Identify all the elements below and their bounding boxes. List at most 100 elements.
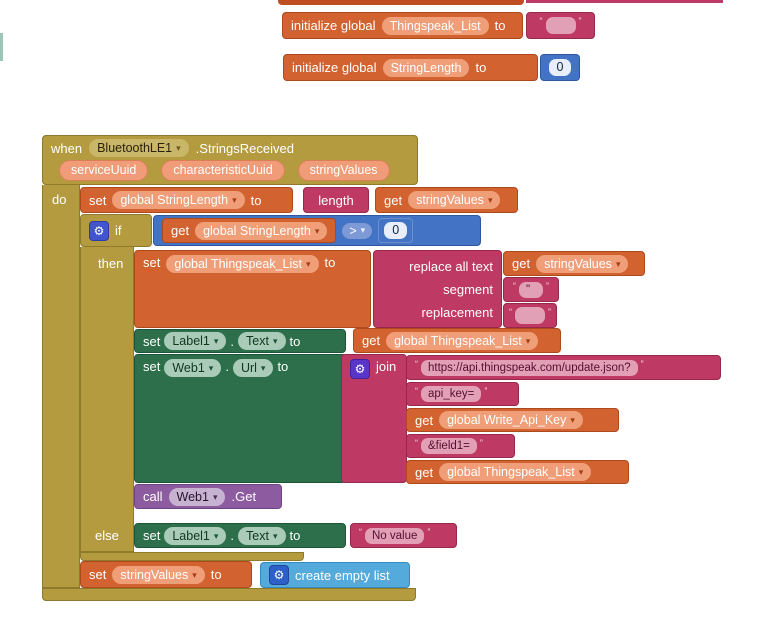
- replace-all-text-label: replace all text: [409, 259, 493, 274]
- if-block-bottom[interactable]: [80, 552, 304, 561]
- chevron-down-icon: ▾: [272, 530, 278, 541]
- to-label: to: [277, 359, 289, 374]
- component-dropdown[interactable]: Label1 ▾: [164, 526, 227, 545]
- mutator-gear-icon[interactable]: ⚙: [350, 359, 370, 379]
- variable-dropdown[interactable]: stringValues ▾: [536, 254, 629, 273]
- number-zero-block[interactable]: 0: [378, 218, 414, 243]
- variable-dropdown[interactable]: stringValues ▾: [112, 565, 205, 584]
- clipped-block-fragment-orange[interactable]: [278, 0, 524, 5]
- when-event-block-spine[interactable]: [42, 185, 80, 588]
- set-global-thingspeak-list-block[interactable]: set global Thingspeak_List ▾ to: [134, 250, 371, 328]
- string-text-field[interactable]: [545, 17, 576, 34]
- when-event-block-bottom[interactable]: [42, 588, 416, 601]
- call-web1-get-block[interactable]: call Web1 ▾ .Get: [134, 484, 282, 509]
- variable-name-field[interactable]: StringLength: [382, 58, 470, 77]
- get-stringvalues-block[interactable]: get stringValues ▾: [503, 251, 645, 276]
- get-global-thingspeak-list-block[interactable]: get global Thingspeak_List ▾: [353, 328, 561, 353]
- when-event-block-header[interactable]: when BluetoothLE1 ▾ .StringsReceived ser…: [42, 135, 418, 185]
- variable-dropdown[interactable]: global Thingspeak_List ▾: [166, 255, 319, 273]
- dot-label: .: [225, 359, 229, 374]
- get-keyword: get: [415, 464, 434, 480]
- set-global-stringlength-block[interactable]: set global StringLength ▾ to: [80, 187, 293, 213]
- set-label1-text-block[interactable]: set Label1 ▾ . Text ▾ to: [134, 329, 346, 353]
- quote-close-mark: ”: [484, 386, 488, 396]
- component-dropdown[interactable]: Web1 ▾: [164, 359, 222, 377]
- comparison-block[interactable]: get global StringLength ▾ > ▾ 0: [153, 215, 481, 246]
- number-field[interactable]: 0: [384, 222, 408, 239]
- set-keyword: set: [143, 528, 161, 543]
- join-block[interactable]: ⚙ join: [341, 354, 407, 483]
- to-label: to: [210, 567, 222, 582]
- field1-string-block[interactable]: “ &field1= ”: [406, 434, 515, 458]
- string-text-field[interactable]: ": [519, 281, 543, 298]
- empty-string-block[interactable]: “ ”: [503, 303, 557, 328]
- url-string-block[interactable]: “ https://api.thingspeak.com/update.json…: [406, 355, 721, 380]
- string-text-field[interactable]: api_key=: [421, 386, 482, 402]
- variable-dropdown[interactable]: global Write_Api_Key ▾: [439, 411, 583, 429]
- event-param-stringvalues[interactable]: stringValues: [297, 160, 390, 181]
- event-param-serviceuuid[interactable]: serviceUuid: [59, 160, 149, 181]
- if-block-spine[interactable]: [80, 247, 134, 552]
- quote-open-mark: “: [415, 386, 418, 396]
- no-value-string-block[interactable]: “ No value ”: [350, 523, 457, 548]
- length-block[interactable]: length: [303, 187, 369, 213]
- property-dropdown[interactable]: Url ▾: [232, 359, 274, 377]
- if-block-header[interactable]: ⚙ if: [80, 214, 152, 247]
- set-label1-text-block-else[interactable]: set Label1 ▾ . Text ▾ to: [134, 523, 346, 548]
- chevron-down-icon: ▾: [360, 225, 366, 235]
- quote-close-mark: ”: [546, 281, 549, 291]
- else-label: else: [95, 528, 119, 543]
- variable-dropdown[interactable]: global Thingspeak_List ▾: [439, 463, 592, 481]
- to-label: to: [475, 60, 487, 75]
- set-keyword: set: [143, 333, 161, 349]
- get-stringvalues-block[interactable]: get stringValues ▾: [375, 187, 518, 213]
- replace-all-text-block[interactable]: replace all text segment replacement: [373, 250, 502, 328]
- quote-close-mark: ”: [578, 16, 582, 26]
- chevron-down-icon: ▾: [578, 467, 584, 477]
- set-web1-url-block[interactable]: set Web1 ▾ . Url ▾ to: [134, 354, 346, 483]
- method-label: .Get: [231, 489, 257, 504]
- to-label: to: [289, 528, 301, 543]
- operator-dropdown[interactable]: > ▾: [342, 222, 373, 239]
- when-keyword: when: [51, 140, 83, 156]
- get-global-thingspeak-list-block[interactable]: get global Thingspeak_List ▾: [406, 460, 629, 484]
- property-dropdown[interactable]: Text ▾: [238, 526, 286, 545]
- string-text-field[interactable]: &field1=: [421, 438, 477, 454]
- init-global-thingspeak-list-block[interactable]: initialize global Thingspeak_List to: [282, 12, 523, 39]
- mutator-gear-icon[interactable]: ⚙: [269, 565, 289, 585]
- quote-open-mark: “: [509, 307, 512, 317]
- string-text-field[interactable]: https://api.thingspeak.com/update.json?: [421, 359, 638, 376]
- variable-dropdown[interactable]: global StringLength ▾: [195, 221, 328, 240]
- clipped-block-fragment-teal[interactable]: [0, 33, 3, 61]
- variable-dropdown[interactable]: global StringLength ▾: [112, 191, 245, 209]
- clipped-block-fragment-magenta[interactable]: [526, 0, 723, 3]
- create-empty-list-block[interactable]: ⚙ create empty list: [260, 562, 410, 588]
- event-param-characteristicuuid[interactable]: characteristicUuid: [161, 160, 285, 181]
- dot-label: .: [230, 528, 235, 543]
- property-dropdown[interactable]: Text ▾: [238, 332, 286, 350]
- get-keyword: get: [512, 256, 531, 271]
- variable-dropdown[interactable]: stringValues ▾: [408, 191, 501, 209]
- replacement-label: replacement: [421, 305, 493, 320]
- string-text-field[interactable]: [515, 307, 545, 324]
- chevron-down-icon: ▾: [176, 143, 181, 153]
- chevron-down-icon: ▾: [192, 569, 197, 580]
- get-global-write-api-key-block[interactable]: get global Write_Api_Key ▾: [406, 408, 619, 432]
- component-dropdown[interactable]: Label1 ▾: [164, 332, 227, 350]
- number-zero-block[interactable]: 0: [540, 54, 580, 81]
- set-stringvalues-block[interactable]: set stringValues ▾ to: [80, 561, 252, 588]
- empty-string-block[interactable]: “ ”: [526, 12, 595, 39]
- quote-open-mark: “: [415, 359, 418, 369]
- variable-dropdown[interactable]: global Thingspeak_List ▾: [386, 331, 539, 350]
- number-field[interactable]: 0: [548, 59, 572, 76]
- component-dropdown[interactable]: Web1 ▾: [168, 487, 226, 506]
- quote-string-block[interactable]: “ " ”: [503, 277, 559, 302]
- component-dropdown[interactable]: BluetoothLE1 ▾: [89, 139, 189, 157]
- init-global-stringlength-block[interactable]: initialize global StringLength to: [283, 54, 538, 81]
- api-key-string-block[interactable]: “ api_key= ”: [406, 382, 519, 406]
- mutator-gear-icon[interactable]: ⚙: [89, 220, 109, 241]
- string-text-field[interactable]: No value: [365, 527, 425, 544]
- variable-name-field[interactable]: Thingspeak_List: [381, 16, 489, 35]
- get-global-stringlength-block[interactable]: get global StringLength ▾: [162, 218, 337, 243]
